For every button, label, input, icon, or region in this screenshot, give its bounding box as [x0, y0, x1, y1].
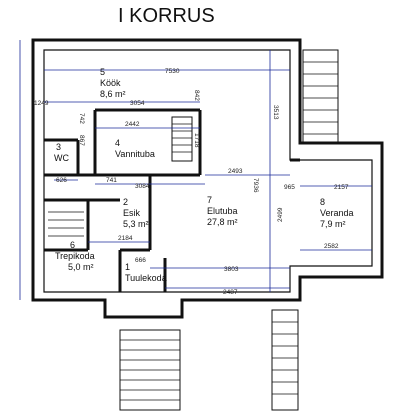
room-number: 3 — [56, 142, 61, 152]
dim-842: 842 — [193, 90, 200, 101]
dim-3803: 3803 — [224, 266, 239, 273]
plan-title: I KORRUS — [118, 5, 215, 27]
room-name: Veranda — [320, 208, 354, 218]
stairs-entry — [119, 329, 181, 411]
room-name: WC — [54, 153, 69, 163]
stairs-right — [302, 49, 339, 144]
dim-3513: 3513 — [272, 105, 279, 120]
room-area: 8,6 m² — [100, 89, 126, 99]
dim-742: 742 — [78, 113, 85, 124]
room-name: Elutuba — [207, 206, 238, 216]
dim-867: 867 — [78, 135, 85, 146]
room-number: 4 — [115, 138, 120, 148]
room-number: 8 — [320, 197, 325, 207]
dim-3084: 3084 — [135, 183, 150, 190]
dim-3054: 3054 — [130, 100, 145, 107]
room-name: Köök — [100, 78, 121, 88]
room-kook: 5 Köök 8,6 m² — [100, 67, 126, 99]
room-number: 7 — [207, 195, 212, 205]
dim-2184: 2184 — [118, 235, 133, 242]
interior-walls — [44, 108, 300, 292]
outer-walls — [31, 38, 384, 319]
dim-2582: 2582 — [324, 243, 339, 250]
room-name: Esik — [123, 208, 141, 218]
room-tuulekoda: 1 Tuulekoda — [125, 262, 167, 283]
dim-741: 741 — [106, 177, 117, 184]
room-name: Vannituba — [115, 149, 155, 159]
room-number: 5 — [100, 67, 105, 77]
stairs-bottom-right — [271, 309, 299, 411]
dim-7936: 7936 — [252, 178, 259, 193]
room-esik: 2 Esik 5,3 m² — [123, 197, 149, 229]
dim-2157: 2157 — [334, 184, 349, 191]
bathroom-fixtures — [171, 116, 193, 162]
room-area: 7,9 m² — [320, 219, 346, 229]
dim-666: 666 — [135, 257, 146, 264]
room-number: 2 — [123, 197, 128, 207]
room-veranda: 8 Veranda 7,9 m² — [320, 197, 354, 229]
dim-7530: 7530 — [165, 68, 180, 75]
room-name: Tuulekoda — [125, 273, 167, 283]
dim-2493: 2493 — [228, 168, 243, 175]
stairs-trepikoda — [48, 211, 84, 237]
dim-1249: 1249 — [34, 100, 49, 107]
room-number: 6 — [70, 240, 75, 250]
room-number: 1 — [125, 262, 130, 272]
room-elutuba: 7 Elutuba 27,8 m² — [207, 195, 238, 227]
room-vannituba: 4 Vannituba — [115, 138, 155, 159]
dimension-lines — [19, 40, 372, 300]
dim-2499: 2499 — [277, 207, 284, 222]
dim-965: 965 — [284, 184, 295, 191]
room-name: Trepikoda — [55, 251, 95, 261]
room-trepikoda: 6 Trepikoda 5,0 m² — [55, 240, 95, 272]
dim-2442: 2442 — [125, 121, 140, 128]
dim-626: 626 — [56, 177, 67, 184]
dim-2487: 2487 — [223, 289, 238, 296]
room-area: 5,0 m² — [68, 262, 94, 272]
room-area: 5,3 m² — [123, 219, 149, 229]
dim-1718: 1718 — [193, 133, 200, 148]
dimension-labels: 7530 1249 3054 2442 842 1718 742 867 351… — [34, 68, 349, 296]
room-wc: 3 WC — [54, 142, 69, 163]
room-area: 27,8 m² — [207, 217, 238, 227]
